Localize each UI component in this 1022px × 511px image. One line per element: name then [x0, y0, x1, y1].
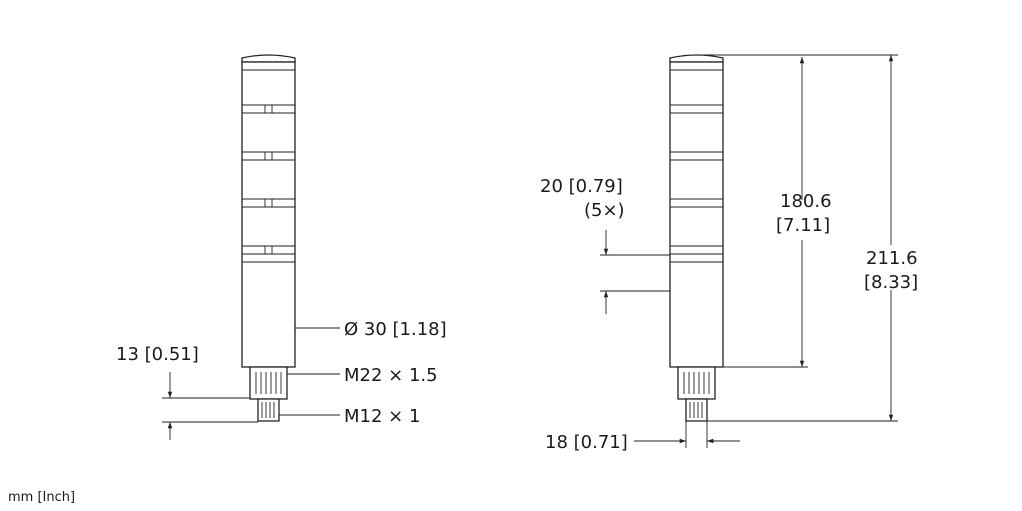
dim-thread-length: 13 [0.51] — [116, 344, 258, 440]
thread-connector-label: M12 × 1 — [344, 406, 420, 427]
dim-segment-count-label: (5×) — [584, 200, 625, 221]
segment-joints — [242, 104, 295, 263]
dim-connector-width-label: 18 [0.71] — [545, 432, 628, 453]
dim-body-height-mm: 180.6 — [780, 191, 832, 212]
units-note: mm [Inch] — [8, 490, 75, 505]
side-cap — [669, 54, 724, 63]
m22-thread — [249, 366, 288, 400]
side-segment-joints — [670, 104, 723, 263]
signal-tower-cap — [241, 54, 296, 63]
dim-body-height-in: [7.11] — [776, 215, 830, 236]
dim-body-height: 180.6 [7.11] — [723, 57, 832, 368]
dim-total-height-in: [8.33] — [864, 272, 918, 293]
side-body — [669, 61, 724, 368]
dim-segment: 20 [0.79] (5×) — [540, 176, 670, 314]
side-m22-thread — [677, 366, 716, 400]
dim-total-height: 211.6 [8.33] — [700, 54, 918, 422]
dim-diameter-label: Ø 30 [1.18] — [344, 319, 447, 340]
dim-thread-length-label: 13 [0.51] — [116, 344, 199, 365]
side-view: 20 [0.79] (5×) 180.6 [7.11] 211.6 [8.33] — [540, 54, 918, 453]
side-m12-connector — [685, 398, 708, 422]
dim-connector-width: 18 [0.71] — [545, 421, 740, 453]
thread-main-label: M22 × 1.5 — [344, 365, 438, 386]
dim-total-height-mm: 211.6 — [866, 248, 918, 269]
m12-connector — [257, 398, 280, 422]
signal-tower-body — [241, 61, 296, 368]
front-view: 13 [0.51] Ø 30 [1.18] M22 × 1.5 M12 × 1 — [116, 54, 447, 440]
dim-segment-label: 20 [0.79] — [540, 176, 623, 197]
